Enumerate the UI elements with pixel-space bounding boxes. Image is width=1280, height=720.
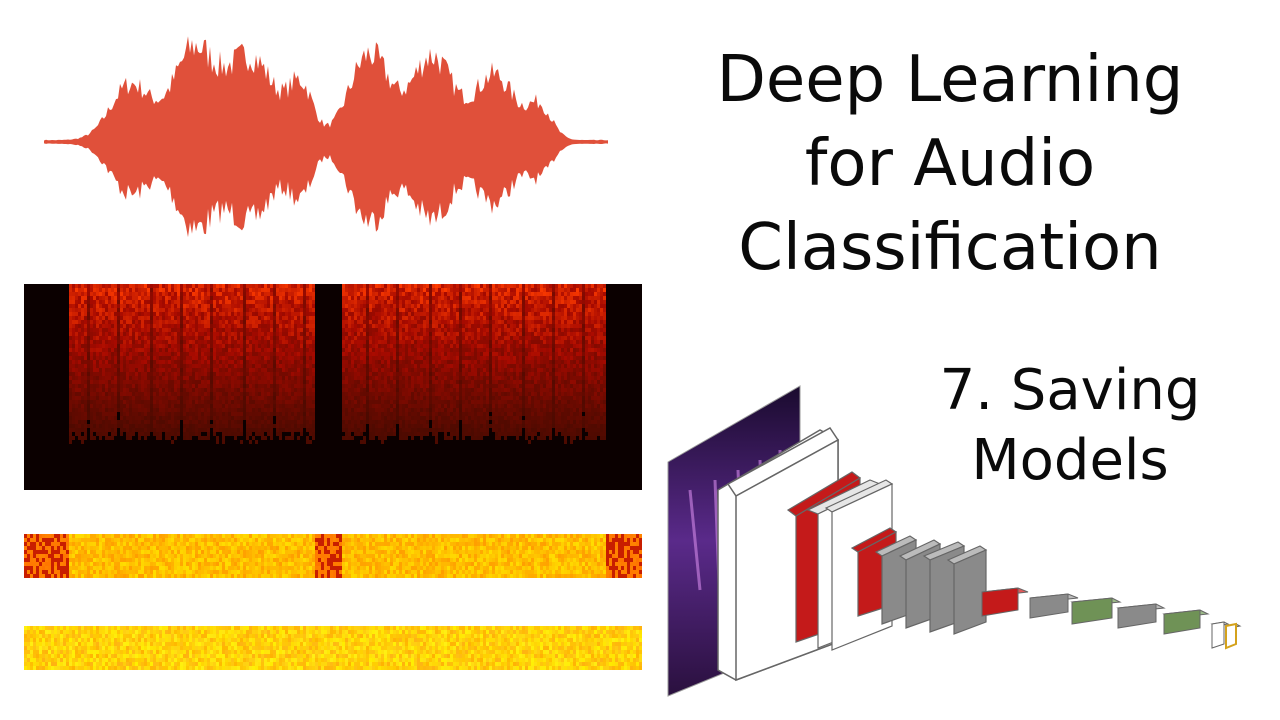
title-line-3: Classification bbox=[738, 211, 1162, 285]
mfcc-strip bbox=[24, 534, 642, 578]
filterbank-strip bbox=[24, 626, 642, 670]
dense-layers bbox=[981, 587, 1242, 650]
title-line-1: Deep Learning bbox=[716, 43, 1184, 117]
audio-waveform bbox=[44, 36, 608, 238]
cnn-architecture-diagram bbox=[667, 385, 1242, 697]
video-title: Deep Learning for Audio Classification bbox=[660, 38, 1240, 290]
title-line-2: for Audio bbox=[804, 127, 1096, 201]
subtitle-line-2: Models bbox=[971, 428, 1169, 493]
conv-block-3 bbox=[850, 527, 988, 635]
episode-subtitle: 7. Saving Models bbox=[900, 356, 1240, 496]
subtitle-line-1: 7. Saving bbox=[939, 358, 1201, 423]
spectrogram bbox=[24, 284, 642, 490]
